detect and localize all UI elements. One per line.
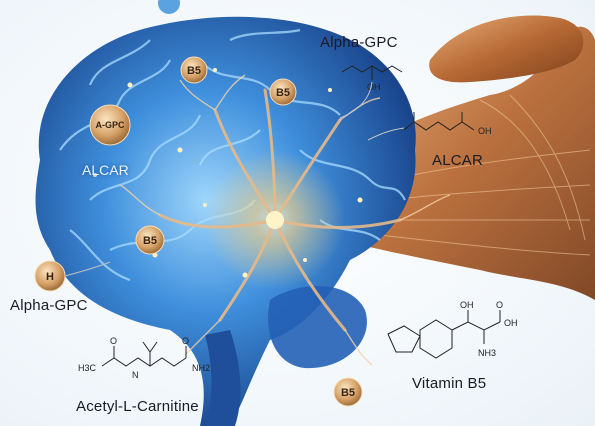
vitamin-b5-structure [387,310,501,359]
alcar-structure [403,112,475,131]
alpha-gpc-left-label: Alpha-GPC [10,297,88,314]
alpha-gpc-oh: OH [367,82,381,92]
svg-text:B5: B5 [341,387,355,399]
vitamin-b5-nh3: NH3 [478,348,496,358]
alcar-brain-label: ALCAR [82,162,129,178]
badge-h-left: H [34,260,66,292]
badge-a-gpc: A-GPC [89,104,131,146]
acetyl-o2: O [182,336,189,346]
svg-text:B5: B5 [276,87,290,99]
acetyl-l-carnitine-label: Acetyl-L-Carnitine [76,398,199,415]
alcar-oh: OH [478,126,492,136]
alpha-gpc-top-label: Alpha-GPC [320,34,398,51]
neuron-network [93,68,451,366]
acetyl-h3c: H3C [78,363,97,373]
vitamin-b5-o: O [496,300,503,310]
badge-b5-top-center: B5 [269,78,297,106]
svg-text:B5: B5 [187,65,201,77]
acetyl-nh2: NH2 [192,363,210,373]
acetyl-n: N [132,370,139,380]
svg-text:A-GPC: A-GPC [96,120,126,130]
vitamin-b5-oh1: OH [460,300,474,310]
connector-line [64,261,111,277]
vitamin-b5-oh2: OH [504,318,518,328]
acetyl-o1: O [110,336,117,346]
alpha-gpc-structure [341,65,403,80]
acetyl-l-carnitine-structure [101,341,187,367]
badge-b5-mid: B5 [135,225,165,255]
badge-b5-bottom: B5 [333,377,363,407]
muscle-arm [330,15,595,300]
vitamin-b5-label: Vitamin B5 [412,375,487,392]
svg-text:H: H [46,271,54,283]
badge-b5-top-left: B5 [180,56,208,84]
leader-lines [339,81,405,141]
svg-text:B5: B5 [143,235,157,247]
decorative-dot [158,0,180,14]
alcar-right-label: ALCAR [432,152,484,169]
